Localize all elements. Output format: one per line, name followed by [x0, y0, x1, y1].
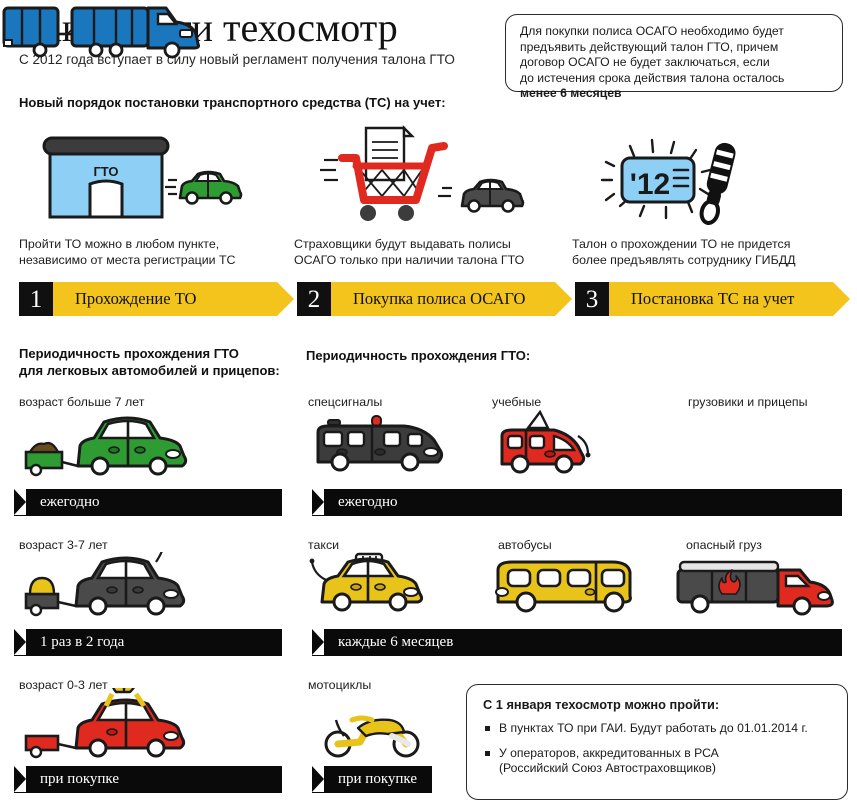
bottom-note-title: С 1 января техосмотр можно пройти: [483, 697, 720, 712]
yellow-bus-icon [490, 552, 640, 616]
step-number-2: 2 [297, 282, 331, 316]
right-frequency-ribbon-0: ежегодно [312, 489, 842, 516]
step-3-caption: Талон о прохождении ТО не придется более… [572, 237, 796, 267]
step-arrow-tip-2 [555, 282, 572, 316]
hazmat-tanker-icon [672, 552, 852, 618]
right-frequency-text-2: при покупке [338, 771, 418, 787]
step-arrow-tip-3 [833, 282, 850, 316]
step-label-3: Постановка ТС на учет [631, 289, 795, 308]
garage-sign-text: ГТО [93, 164, 118, 179]
step-label-1: Прохождение ТО [75, 289, 197, 308]
right-item-label-1-1: автобусы [498, 538, 552, 552]
left-group-label-2: возраст 0-3 лет [19, 678, 108, 692]
shopping-cart-policy-icon [320, 118, 540, 222]
right-item-label-2-0: мотоциклы [308, 678, 372, 692]
yellow-taxi-icon [308, 552, 448, 616]
left-frequency-text-1: 1 раз в 2 года [40, 634, 125, 650]
right-item-label-0-1: учебные [492, 395, 542, 409]
left-column-heading-line-2: для легковых автомобилей и прицепов: [19, 363, 280, 378]
right-ribbon-body-2: при покупке [312, 766, 432, 793]
top-note-bold-line: менее 6 месяцев [520, 86, 622, 101]
left-group-label-0: возраст больше 7 лет [19, 395, 145, 409]
training-vehicle-icon [492, 410, 602, 478]
procedure-heading: Новый порядок постановки транспортного с… [19, 95, 446, 110]
gray-car-trailer-icon [14, 552, 204, 620]
right-frequency-ribbon-1: каждые 6 месяцев [312, 629, 842, 656]
ribbon-body-0: ежегодно [14, 489, 282, 516]
police-van-icon [312, 414, 452, 476]
bottom-note-bullet-0: В пунктах ТО при ГАИ. Будут работать до … [483, 721, 831, 737]
right-ribbon-notch-0 [312, 489, 324, 515]
step-label-bar-2: Покупка полиса ОСАГО [331, 282, 555, 316]
left-frequency-text-2: при покупке [40, 771, 120, 787]
red-new-car-bow-icon [14, 688, 204, 764]
left-frequency-ribbon-0: ежегодно [14, 489, 282, 516]
left-frequency-ribbon-1: 1 раз в 2 года [14, 629, 282, 656]
ticket-12-baton-icon: '12 [600, 134, 780, 226]
step-label-bar-1: Прохождение ТО [53, 282, 277, 316]
step-banner-3[interactable]: 3 Постановка ТС на учет [575, 282, 850, 316]
right-item-label-0-2: грузовики и прицепы [688, 395, 808, 409]
step-number-3: 3 [575, 282, 609, 316]
bottom-note-box: С 1 января техосмотр можно пройти: В пун… [466, 684, 848, 800]
blue-truck-trailer-icon [0, 0, 212, 62]
step-label-2: Покупка полиса ОСАГО [353, 289, 526, 308]
right-item-label-0-0: спецсигналы [308, 395, 383, 409]
ribbon-body-1: 1 раз в 2 года [14, 629, 282, 656]
bottom-note-bullet-1: У операторов, аккредитованных в РСА (Рос… [483, 746, 831, 777]
top-note-line-3: договор ОСАГО не будет заключаться, если [520, 55, 770, 70]
right-ribbon-notch-2 [312, 766, 324, 792]
right-ribbon-notch-1 [312, 629, 324, 655]
top-note-line-1: Для покупки полиса ОСАГО необходимо буде… [520, 24, 784, 38]
right-ribbon-body-1: каждые 6 месяцев [312, 629, 842, 656]
right-item-label-1-2: опасный груз [686, 538, 762, 552]
step-2-caption: Страховщики будут выдавать полисы ОСАГО … [294, 237, 525, 267]
ribbon-notch-1 [14, 629, 26, 655]
bottom-note-bullet-list: В пунктах ТО при ГАИ. Будут работать до … [483, 721, 831, 777]
page-subtitle: С 2012 года вступает в силу новый реглам… [19, 52, 455, 67]
ribbon-notch-2 [14, 766, 26, 792]
top-note-line-4: до истечения срока действия талона остал… [520, 70, 785, 85]
right-item-label-1-0: такси [308, 538, 340, 552]
left-group-label-1: возраст 3-7 лет [19, 538, 108, 552]
step-number-1: 1 [19, 282, 53, 316]
ribbon-notch-0 [14, 489, 26, 515]
step-banner-1[interactable]: 1 Прохождение ТО [19, 282, 294, 316]
ribbon-body-2: при покупке [14, 766, 282, 793]
step-label-bar-3: Постановка ТС на учет [609, 282, 833, 316]
right-frequency-text-0: ежегодно [338, 494, 398, 510]
right-frequency-text-1: каждые 6 месяцев [338, 634, 454, 650]
ticket-year-text: '12 [630, 168, 671, 201]
top-note-line-2: предъявить действующий талон ГТО, причем [520, 39, 779, 54]
left-frequency-text-0: ежегодно [40, 494, 100, 510]
right-ribbon-body-0: ежегодно [312, 489, 842, 516]
motorcycle-icon [318, 706, 428, 760]
right-column-heading: Периодичность прохождения ГТО: [306, 348, 531, 363]
top-note-box: Для покупки полиса ОСАГО необходимо буде… [505, 14, 843, 100]
step-arrow-tip-1 [277, 282, 294, 316]
right-frequency-ribbon-2: при покупке [312, 766, 432, 793]
green-car-trailer-icon [14, 412, 204, 480]
step-banner-2[interactable]: 2 Покупка полиса ОСАГО [297, 282, 572, 316]
garage-gto-icon: ГТО [28, 128, 248, 220]
left-frequency-ribbon-2: при покупке [14, 766, 282, 793]
step-1-caption: Пройти ТО можно в любом пункте, независи… [19, 237, 236, 267]
left-column-heading-line-1: Периодичность прохождения ГТО [19, 346, 239, 361]
